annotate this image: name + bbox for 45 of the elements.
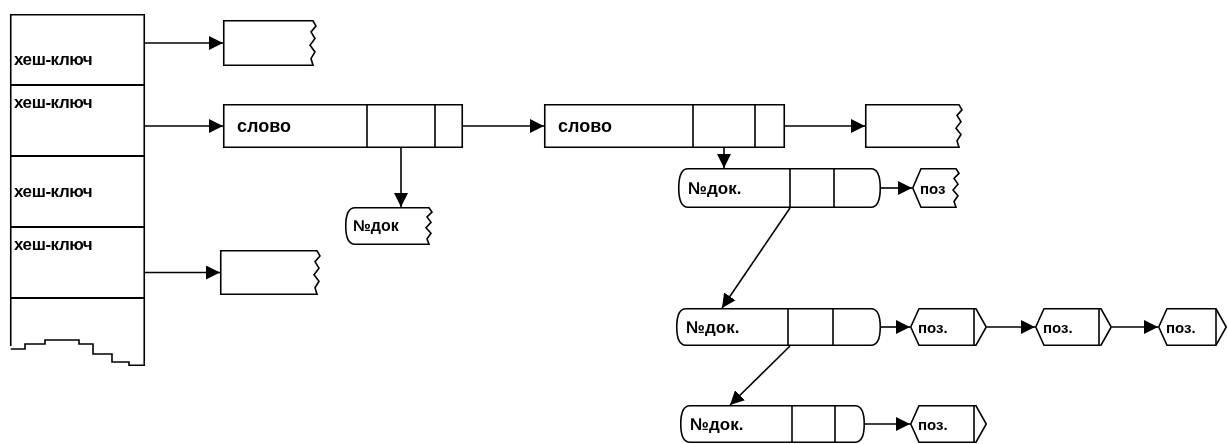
- record-label: слово: [558, 117, 613, 135]
- arrow: [729, 345, 791, 406]
- record-label: поз.: [918, 416, 948, 432]
- hash-table-row: [10, 299, 145, 366]
- document-record: [678, 168, 881, 208]
- list-node: [865, 104, 965, 148]
- arrow: [986, 320, 1036, 334]
- arrow: [880, 320, 911, 334]
- hash-table: [10, 14, 145, 366]
- list-node: [220, 250, 323, 295]
- record-label: №док: [353, 218, 399, 234]
- record-label: №док.: [686, 318, 740, 336]
- arrow: [784, 119, 866, 133]
- record-label: поз.: [918, 319, 948, 335]
- arrow: [880, 181, 913, 195]
- record-label: поз: [920, 180, 946, 196]
- key-label: хеш-ключ: [14, 51, 93, 68]
- word-record: [544, 104, 785, 148]
- arrow: [144, 36, 224, 50]
- arrow: [144, 119, 224, 133]
- key-label: хеш-ключ: [14, 94, 93, 111]
- record-label: поз.: [1166, 319, 1196, 335]
- document-record: [676, 308, 881, 346]
- list-node: [223, 20, 319, 66]
- key-label: хеш-ключ: [14, 236, 93, 253]
- arrow: [717, 147, 731, 169]
- position-record: [912, 168, 962, 208]
- position-record: [1035, 308, 1112, 346]
- record-label: №док.: [690, 415, 744, 433]
- position-record: [910, 308, 987, 346]
- document-record: [345, 207, 435, 245]
- record-label: поз.: [1043, 319, 1073, 335]
- arrow: [864, 417, 911, 431]
- arrow: [394, 147, 408, 208]
- word-record: [223, 104, 463, 148]
- arrow: [721, 207, 791, 309]
- arrow: [144, 265, 221, 280]
- position-record: [910, 405, 987, 443]
- record-label: №док.: [688, 179, 742, 197]
- position-record: [1158, 308, 1227, 346]
- record-label: слово: [237, 117, 292, 135]
- arrow: [1111, 320, 1159, 334]
- document-record: [680, 405, 865, 443]
- arrow: [462, 119, 545, 133]
- key-label: хеш-ключ: [14, 183, 93, 200]
